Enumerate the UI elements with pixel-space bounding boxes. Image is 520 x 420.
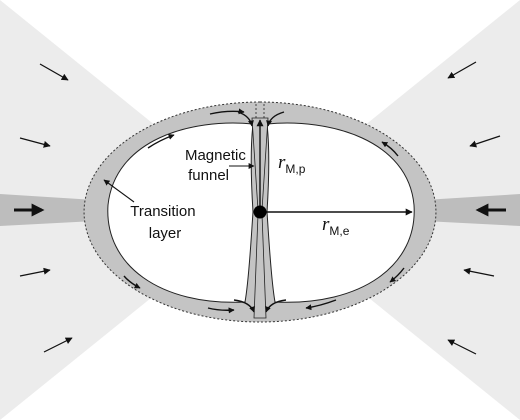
equatorial-radius-subscript: M,e <box>329 224 349 238</box>
transition-layer-label-line1: Transition <box>130 203 195 220</box>
central-star <box>253 205 267 219</box>
polar-radius-subscript: M,p <box>285 162 305 176</box>
inflow-arrow-right-1 <box>447 61 477 79</box>
transition-layer-flow-arrows <box>123 108 405 314</box>
flow-arrow-top-right <box>381 141 399 157</box>
funnel-feed-bottom-left <box>233 299 255 313</box>
funnel-feed-bottom-right <box>265 299 287 313</box>
inflow-arrows <box>19 61 501 355</box>
equatorial-radius-label: rM,e <box>322 214 350 238</box>
funnel-feed-top-right <box>266 111 285 127</box>
radius-arrows <box>256 119 413 216</box>
flow-arrow-upper-left <box>147 133 175 149</box>
magnetic-funnel-label-line1: Magnetic <box>185 147 246 164</box>
right-equatorial-stream <box>424 194 520 226</box>
inflow-arrow-left-1 <box>39 63 69 81</box>
left-equatorial-stream <box>0 194 95 226</box>
polar-radius-label: rM,p <box>278 152 306 176</box>
flow-arrow-lower-right <box>389 267 405 283</box>
transition-layer-label: Transition layer <box>130 203 199 242</box>
left-lobe <box>107 122 254 303</box>
inflow-arrow-left-4 <box>43 337 73 353</box>
magnetic-funnel-label-line2: funnel <box>188 167 229 184</box>
magnetic-funnel-label: Magnetic funnel <box>185 147 250 184</box>
inflow-arrow-left-2 <box>19 137 51 148</box>
polar-radius-symbol: r <box>278 152 286 173</box>
inflow-arrow-right-3 <box>463 267 495 277</box>
flow-arrow-top-left <box>209 108 245 115</box>
funnel-feed-top-left <box>237 111 254 127</box>
transition-layer-label-line2: layer <box>149 225 182 242</box>
equatorial-radius-symbol: r <box>322 214 330 235</box>
flow-arrow-bottom-left <box>207 307 235 314</box>
flow-arrow-bottom-right <box>305 299 337 311</box>
inflow-arrow-right-4 <box>447 339 477 355</box>
shell-seam-dotted <box>255 104 265 320</box>
inflow-arrow-left-3 <box>19 267 51 277</box>
transition-layer-pointer-line <box>103 179 135 203</box>
inflow-arrow-right-2 <box>469 135 501 148</box>
flow-arrow-lower-left <box>123 275 141 289</box>
